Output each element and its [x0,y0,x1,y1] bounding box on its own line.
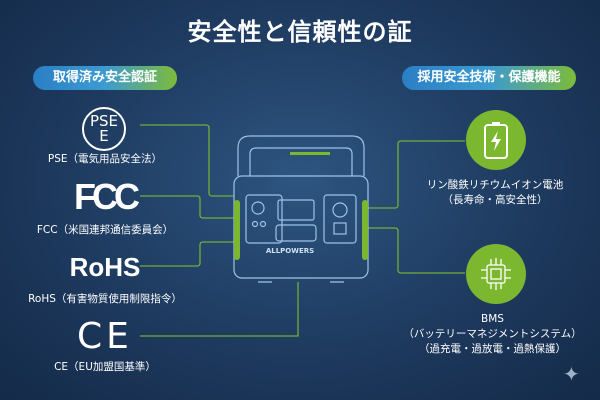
bms-sub1: （バッテリーマネジメントシステム） [403,328,582,340]
rohs-logo: RoHS [69,252,141,282]
lfp-battery-label: リン酸鉄リチウムイオン電池 （長寿命・高安全性） [395,178,595,208]
pse-logo-text: PSE [89,112,119,130]
safety-tech-header: 採用安全技術・保護機能 [402,66,576,90]
pse-logo: PSE E [82,107,126,151]
rohs-label: RoHS（有害物質使用制限指令） [28,293,182,305]
battery-icon [466,110,526,170]
lfp-sub: （長寿命・高安全性） [442,194,548,206]
bms-label: BMS （バッテリーマネジメントシステム） （過充電・過放電・過熱保護） [385,312,600,357]
ce-logo: CE [77,316,133,357]
fcc-label: FCC（米国連邦通信委員会） [36,224,174,236]
bms-sub2: （過充電・過放電・過熱保護） [419,343,566,355]
ce-label: CE（EU加盟国基準） [54,361,156,373]
fcc-logo: FCC [74,176,140,217]
pse-logo-sub: E [99,127,109,145]
bms-title: BMS [481,313,504,325]
pse-label: PSE（電気用品安全法） [47,153,163,165]
chip-icon [466,244,526,304]
fcc-logo-text: FC [74,176,118,217]
certifications-header: 取得済み安全認証 [33,66,177,90]
lfp-title: リン酸鉄リチウムイオン電池 [426,179,564,191]
power-station-illustration: ALLPOWERS [233,135,369,283]
sparkle-icon: ✦ [563,362,580,386]
device-brand: ALLPOWERS [266,247,314,255]
page-title: 安全性と信頼性の証 [187,18,413,46]
